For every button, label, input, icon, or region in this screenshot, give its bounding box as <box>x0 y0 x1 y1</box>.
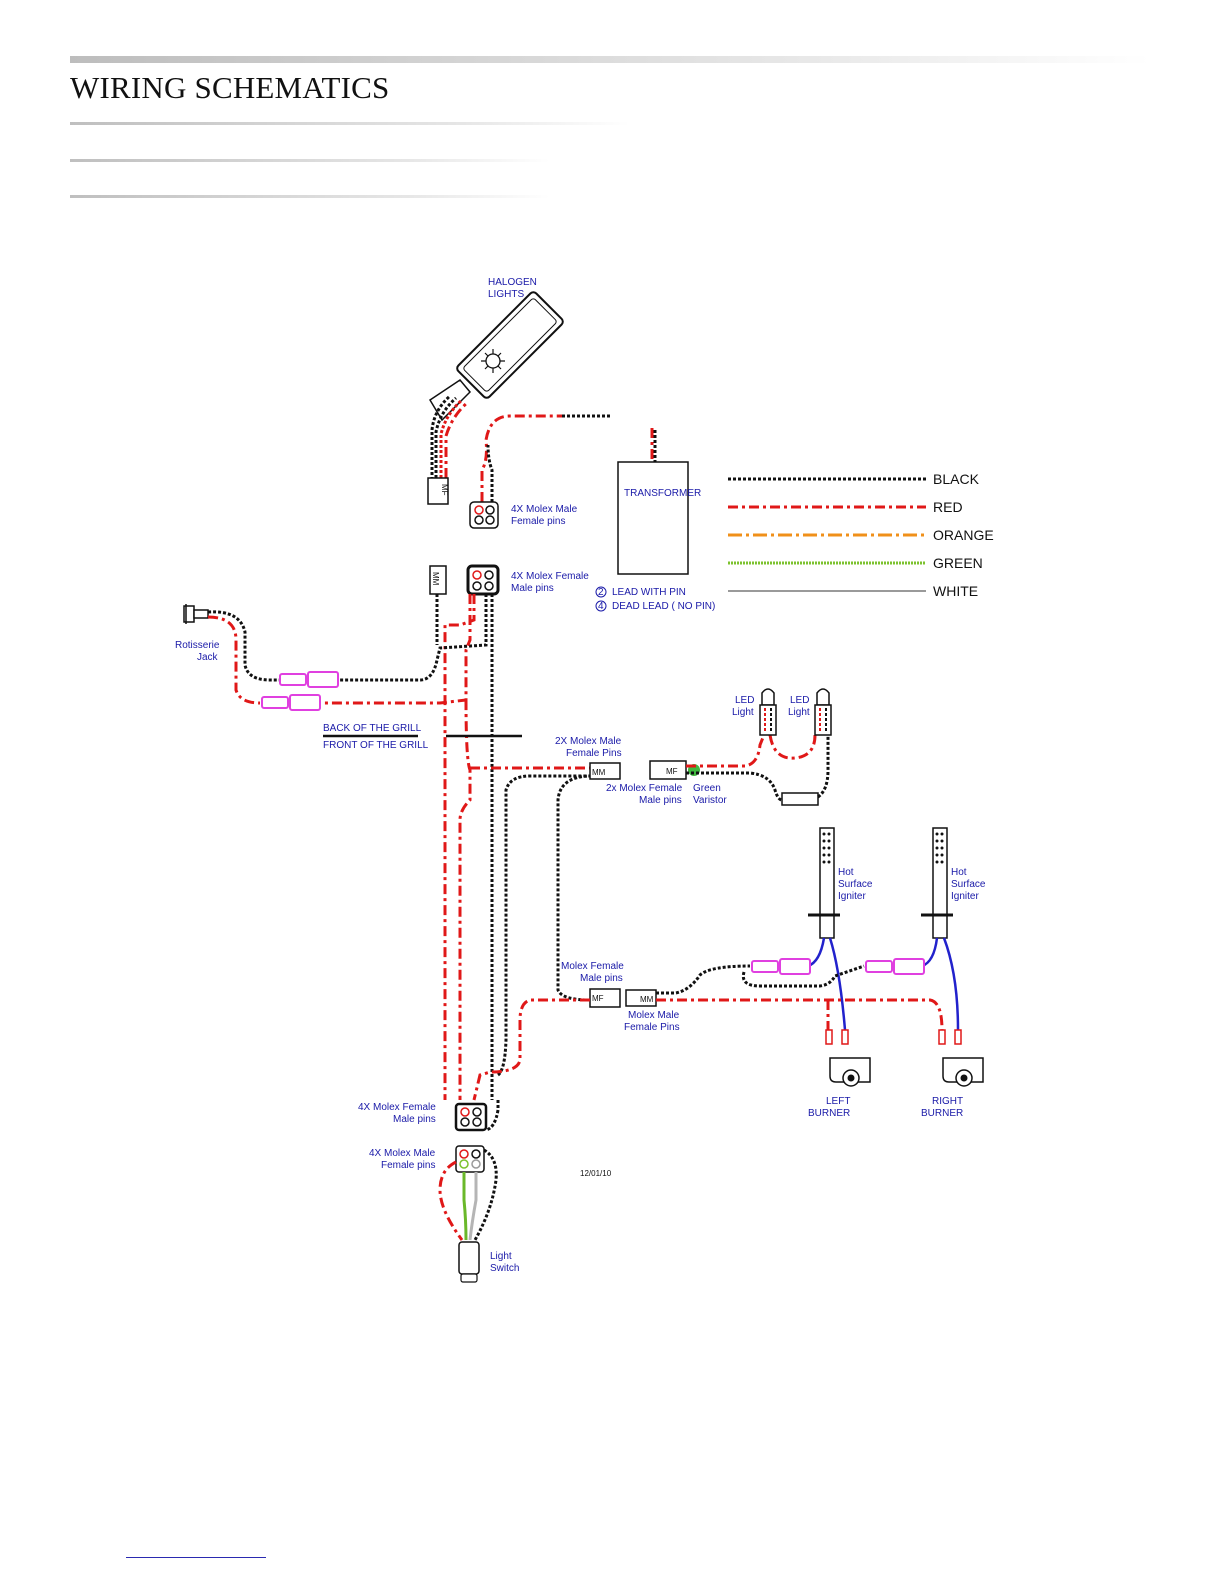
label-varistor: Varistor <box>693 795 727 806</box>
legend: BLACK RED ORANGE GREEN WHITE <box>728 471 994 599</box>
label-right-burner: BURNER <box>921 1108 963 1119</box>
left-burner-valve <box>825 1029 871 1087</box>
label-light-switch: Light <box>490 1251 512 1262</box>
label-varistor: Green <box>693 783 721 794</box>
mf-connector-top: MF <box>427 477 449 505</box>
label-molex-female: Molex Female <box>561 961 624 972</box>
svg-text:2: 2 <box>598 587 604 598</box>
label-molex-male-top: 4X Molex Male <box>511 504 578 515</box>
label-molex-female-top: Male pins <box>511 583 554 594</box>
label-igniter: Igniter <box>838 891 866 902</box>
label-led: Light <box>788 707 810 718</box>
sun-icon <box>481 349 505 373</box>
label-molex-male-bottom: Female pins <box>381 1160 435 1171</box>
label-molex-male: Female Pins <box>624 1022 680 1033</box>
label-igniter: Surface <box>951 879 986 890</box>
molex-female-lower: MF <box>589 988 621 1008</box>
label-molex-male-top: Female pins <box>511 516 565 527</box>
fuse <box>781 792 819 806</box>
led-light <box>814 688 832 736</box>
label-igniter: Surface <box>838 879 873 890</box>
hot-surface-igniter <box>921 827 953 939</box>
label-molex-female-bottom: 4X Molex Female <box>358 1102 436 1113</box>
label-2x-molex-female: Male pins <box>639 795 682 806</box>
label-front-of-grill: FRONT OF THE GRILL <box>323 740 429 751</box>
molex-2x-mf: MF <box>649 760 687 780</box>
label-igniter: Hot <box>838 867 854 878</box>
mm-connector-upper: MM <box>429 565 447 595</box>
molex-male-lower: MM <box>625 989 657 1007</box>
spade-connector <box>261 671 339 711</box>
legend-white: WHITE <box>933 583 978 599</box>
label-igniter: Igniter <box>951 891 979 902</box>
label-molex-male-bottom: 4X Molex Male <box>369 1148 436 1159</box>
label-right-burner: RIGHT <box>932 1096 963 1107</box>
spade-connector <box>751 958 925 975</box>
header-rule <box>70 159 550 162</box>
label-led: LED <box>735 695 754 706</box>
legend-red: RED <box>933 499 963 515</box>
label-left-burner: LEFT <box>826 1096 850 1107</box>
label-molex-male: Molex Male <box>628 1010 680 1021</box>
label-2x-molex-male: 2X Molex Male <box>555 736 622 747</box>
footer-link-line <box>126 1557 266 1558</box>
label-igniter: Hot <box>951 867 967 878</box>
svg-text:4: 4 <box>598 601 604 612</box>
label-led: Light <box>732 707 754 718</box>
header-rule <box>70 195 550 198</box>
label-2x-molex-male: Female Pins <box>566 748 622 759</box>
svg-text:MM: MM <box>592 768 606 777</box>
led-light <box>759 688 777 736</box>
rotisserie-jack <box>183 604 209 624</box>
hot-surface-igniter <box>808 827 840 939</box>
label-2x-molex-female: 2x Molex Female <box>606 783 683 794</box>
molex-2x-mm: MM <box>589 762 621 780</box>
legend-black: BLACK <box>933 471 980 487</box>
molex-4x-male-top <box>469 501 499 529</box>
page-title: WIRING SCHEMATICS <box>70 70 390 105</box>
molex-4x-male-bottom <box>455 1145 485 1173</box>
label-light-switch: Switch <box>490 1263 519 1274</box>
svg-text:MF: MF <box>440 484 449 496</box>
header-rule <box>70 122 630 125</box>
label-molex-female: Male pins <box>580 973 623 984</box>
svg-text:DEAD LEAD ( NO PIN): DEAD LEAD ( NO PIN) <box>612 601 715 612</box>
light-switch <box>458 1241 480 1283</box>
label-rotisserie: Jack <box>197 652 219 663</box>
label-rotisserie: Rotisserie <box>175 640 220 651</box>
svg-text:MM: MM <box>431 572 440 586</box>
header-bar <box>70 56 1150 63</box>
svg-text:LEAD WITH PIN: LEAD WITH PIN <box>612 587 686 598</box>
right-burner-valve <box>938 1029 984 1087</box>
label-left-burner: BURNER <box>808 1108 850 1119</box>
svg-text:MM: MM <box>640 995 654 1004</box>
label-molex-female-bottom: Male pins <box>393 1114 436 1125</box>
legend-orange: ORANGE <box>933 527 994 543</box>
molex-4x-female-bottom <box>454 1102 488 1132</box>
halogen-light <box>428 291 564 422</box>
label-led: LED <box>790 695 809 706</box>
molex-4x-female-top <box>466 564 500 596</box>
label-halogen: LIGHTS <box>488 289 524 300</box>
transformer: TRANSFORMER <box>617 461 701 575</box>
label-molex-female-top: 4X Molex Female <box>511 571 589 582</box>
svg-text:MF: MF <box>592 994 604 1003</box>
label-back-of-grill: BACK OF THE GRILL <box>323 723 422 734</box>
svg-text:TRANSFORMER: TRANSFORMER <box>624 488 701 499</box>
label-halogen: HALOGEN <box>488 277 537 288</box>
date-label: 12/01/10 <box>580 1169 612 1178</box>
svg-text:MF: MF <box>666 767 678 776</box>
legend-green: GREEN <box>933 555 983 571</box>
